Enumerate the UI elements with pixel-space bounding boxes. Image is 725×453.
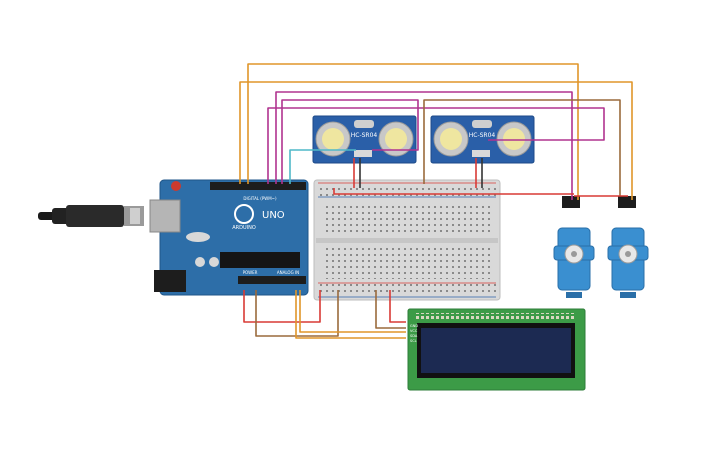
lcd-display: GND VCC SDA SCL [407, 308, 586, 391]
arduino-logo-label: ARDUINO [232, 225, 256, 231]
wire-red-5 [243, 290, 321, 323]
digital-pwm-label: DIGITAL (PWM~) [243, 196, 277, 201]
sensor-2-label: HC-SR04 [469, 132, 496, 139]
wire-orange-3 [299, 290, 406, 333]
wire-orange-2 [239, 81, 633, 200]
wire-brown-1 [423, 99, 621, 196]
servo-motor-1 [553, 196, 595, 298]
wire-brown-2 [255, 290, 339, 337]
lcd-pin-vcc: VCC [410, 329, 418, 333]
arduino-uno-board: ARDUINO UNO DIGITAL (PWM~) POWER ANALOG … [149, 179, 309, 296]
wire-red-6 [389, 290, 406, 323]
ultrasonic-sensor-1: HC-SR04 [312, 115, 417, 164]
sensor-1-label: HC-SR04 [351, 132, 378, 139]
ultrasonic-sensor-2: HC-SR04 [430, 115, 535, 164]
wire-cyan-1 [289, 149, 356, 184]
analog-in-label: ANALOG IN [277, 270, 299, 275]
lcd-pin-scl: SCL [410, 339, 417, 343]
reset-button[interactable] [171, 181, 181, 191]
power-label: POWER [243, 270, 258, 275]
lcd-pin-sda: SDA [410, 334, 418, 338]
lcd-pin-gnd: GND [410, 324, 418, 328]
breadboard [313, 179, 501, 301]
usb-cable [38, 205, 144, 227]
wire-brown-3 [375, 290, 406, 329]
wire-magenta-2 [267, 107, 605, 184]
servo-motor-2 [607, 196, 649, 298]
wire-orange-1 [247, 63, 579, 200]
wire-orange-4 [295, 290, 406, 339]
wire-red-3 [333, 188, 574, 195]
wire-magenta-1 [275, 91, 573, 200]
wires [239, 63, 633, 339]
wire-magenta-3 [281, 99, 419, 184]
uno-label: UNO [262, 210, 285, 221]
